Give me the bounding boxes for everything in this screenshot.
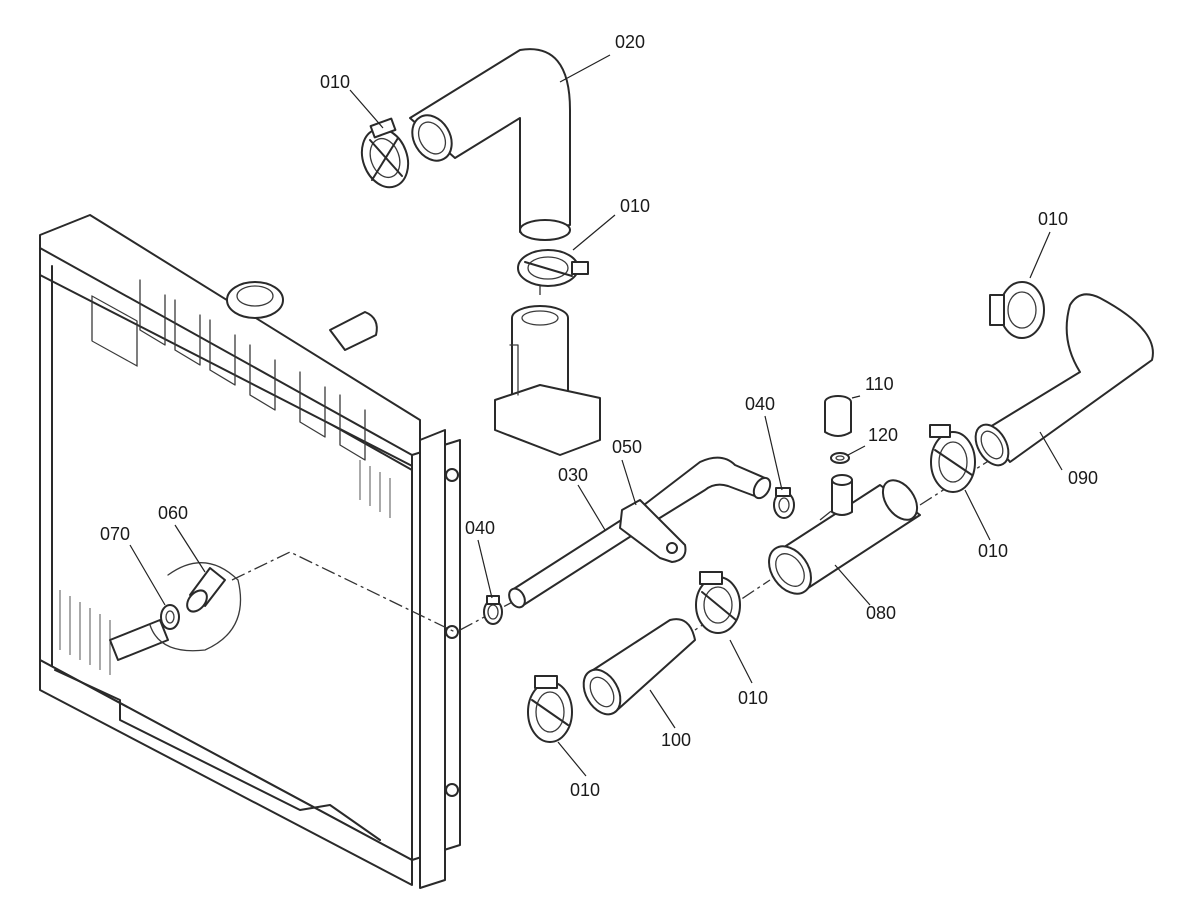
hose-clamp-010-middle-right	[929, 424, 976, 493]
label-010-bottom: 010	[570, 780, 600, 800]
label-010-top-right: 010	[1038, 209, 1068, 229]
hose-080	[768, 479, 921, 595]
hose-060	[186, 567, 226, 613]
hose-020-upper-elbow	[409, 48, 571, 241]
label-040-left: 040	[465, 518, 495, 538]
clamp-040-left	[483, 595, 503, 625]
hose-100	[582, 618, 696, 716]
pipe-030	[508, 456, 772, 609]
radiator	[39, 214, 461, 889]
label-050: 050	[612, 437, 642, 457]
leader-lines	[129, 54, 1063, 777]
washer-120	[830, 452, 850, 464]
bracket-050	[619, 499, 687, 563]
hose-clamp-010-top-left	[360, 117, 410, 189]
hose-clamp-010-bottom	[527, 675, 573, 743]
label-010-middle: 010	[738, 688, 768, 708]
hose-090	[974, 293, 1154, 467]
label-120: 120	[868, 425, 898, 445]
label-090: 090	[1068, 468, 1098, 488]
thermostat-housing	[494, 305, 601, 456]
label-010-upper-middle: 010	[620, 196, 650, 216]
hose-clamp-010-upper-middle	[517, 249, 589, 287]
label-030: 030	[558, 465, 588, 485]
label-010-top-left: 010	[320, 72, 350, 92]
hose-clamp-010-middle	[695, 571, 741, 634]
tee-fitting	[831, 474, 853, 516]
label-110: 110	[865, 374, 894, 394]
label-080: 080	[866, 603, 896, 623]
detail-circle	[149, 562, 242, 652]
label-010-middle-right: 010	[978, 541, 1008, 561]
clamp-040-right	[773, 487, 795, 519]
label-070: 070	[100, 524, 130, 544]
label-060: 060	[158, 503, 188, 523]
clamp-070	[160, 604, 180, 630]
label-100: 100	[661, 730, 691, 750]
label-020: 020	[615, 32, 645, 52]
part-labels: 010 020 010 010 110 040 120 050 030 090 …	[100, 32, 1098, 800]
label-040-right: 040	[745, 394, 775, 414]
hose-clamp-010-top-right	[989, 281, 1045, 339]
sensor-110	[824, 395, 852, 437]
radiator-cap	[226, 281, 284, 319]
